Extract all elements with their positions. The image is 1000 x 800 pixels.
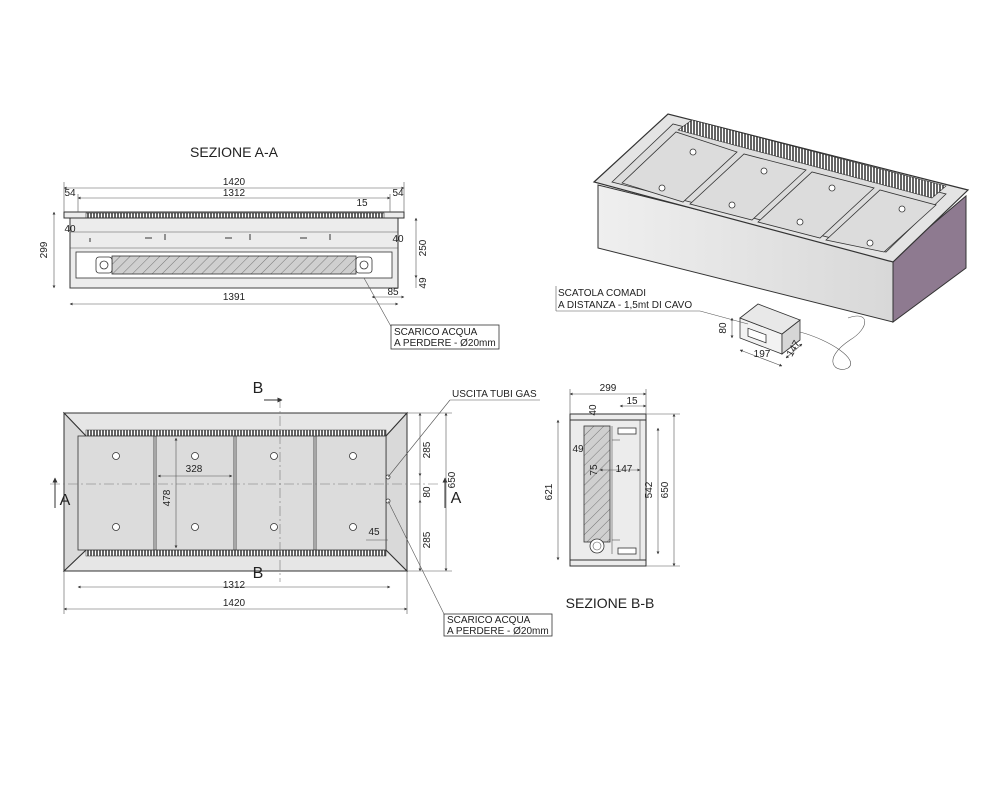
plan-center: 80: [422, 486, 433, 498]
plan-total-width: 1420: [223, 598, 246, 609]
section-aa-inner-width: 1312: [223, 188, 246, 199]
section-aa-top-offset: 15: [356, 198, 368, 209]
section-bb-side: 49: [572, 444, 584, 455]
section-bb-rim-bottom: [569, 559, 647, 567]
section-aa-total-width: 1420: [223, 177, 246, 188]
section-aa-left-edge: 54: [64, 188, 76, 199]
plan-grille-top: [85, 429, 387, 437]
section-bb-total-length: 650: [660, 481, 671, 498]
plan-frame-right: [385, 411, 408, 573]
section-bb-pipe: [589, 538, 605, 554]
plan-section-b-bottom: B: [253, 565, 264, 582]
plan-drain-position: 45: [368, 527, 380, 538]
iso-right-face: [892, 194, 967, 323]
plan-inner-width: 1312: [223, 580, 246, 591]
section-aa-height: 299: [39, 241, 50, 258]
section-aa-drain-note-line1: SCARICO ACQUA: [394, 327, 478, 338]
iso-holes: [658, 148, 906, 247]
plan-section-b-top: B: [253, 380, 264, 397]
section-bb-height: 299: [600, 383, 617, 394]
plan-upper-half: 285: [422, 441, 433, 458]
section-bb-inner-depth: 75: [589, 464, 600, 476]
section-aa-right-depth: 40: [392, 234, 404, 245]
iso-cable: [799, 315, 865, 370]
section-aa-drain-offset: 85: [387, 287, 399, 298]
section-bb-lip: 15: [626, 396, 638, 407]
plan-grille-bottom: [85, 549, 387, 557]
section-bb-rim-top: [569, 413, 647, 421]
section-bb-heater: [583, 425, 611, 543]
section-bb-wall: 40: [588, 404, 599, 416]
section-aa-inner-height: 250: [418, 239, 429, 256]
plan-plate-height: 478: [162, 489, 173, 506]
iso-control-box-top: [739, 303, 801, 335]
plan-holes: [112, 452, 391, 531]
plan-view: B B A A 328 478 285 80 285 650 45 1312 1…: [50, 380, 553, 637]
section-aa-drain-note-line2: A PERDERE - Ø20mm: [394, 338, 496, 349]
section-aa-base-width: 1391: [223, 292, 246, 303]
plan-plates: [77, 435, 387, 551]
plan-plate-width: 328: [186, 464, 203, 475]
section-bb-inner-length: 621: [544, 483, 555, 500]
iso-box-height: 80: [718, 322, 729, 334]
plan-depth-total: 650: [447, 471, 458, 488]
isometric-view: SCATOLA COMADI A DISTANZA - 1,5mt DI CAV…: [555, 113, 970, 370]
section-aa-foot: 49: [418, 277, 429, 289]
iso-plates: [621, 131, 937, 253]
section-aa-right-edge: 54: [392, 188, 404, 199]
plan-gas-outlet-note: USCITA TUBI GAS: [452, 389, 537, 400]
section-aa-burner-marks: [89, 234, 331, 242]
plan-lower-half: 285: [422, 531, 433, 548]
section-aa-drain-note-box: [390, 324, 500, 350]
plan-drain-note-box: [443, 613, 553, 637]
iso-grille-back: [677, 119, 947, 199]
section-bb-gap: 147: [616, 464, 633, 475]
plan-drain-note-line2: A PERDERE - Ø20mm: [447, 626, 549, 637]
section-aa-view: SEZIONE A-A 1420 1312 54 54: [39, 144, 500, 350]
plan-section-a-left: A: [60, 492, 71, 509]
iso-box-width: 197: [754, 349, 771, 360]
iso-control-panel: [747, 327, 767, 344]
section-aa-title: SEZIONE A-A: [190, 144, 279, 160]
plan-drain-note-line1: SCARICO ACQUA: [447, 615, 531, 626]
iso-control-box-note-line2: A DISTANZA - 1,5mt DI CAVO: [558, 300, 692, 311]
section-aa-left-depth: 40: [64, 224, 76, 235]
plan-section-a-right: A: [451, 490, 462, 507]
section-bb-mid-length: 542: [644, 481, 655, 498]
section-bb-view: 299 40 15 49 75 147 621 542 650 SEZIONE …: [544, 383, 680, 611]
section-aa-heating-element: [111, 255, 357, 275]
section-bb-title: SEZIONE B-B: [566, 595, 655, 611]
iso-control-box-note-line1: SCATOLA COMADI: [558, 288, 646, 299]
